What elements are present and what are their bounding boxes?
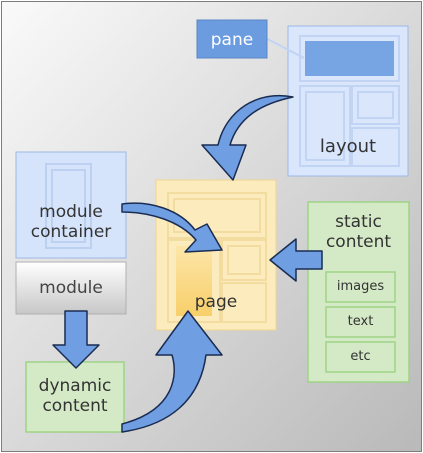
module-container-label: module container	[30, 202, 112, 243]
page-box	[155, 179, 277, 331]
module-box	[15, 261, 127, 315]
arrow-dynamic-content-to-page	[121, 310, 223, 433]
arrow-module-to-dynamic-content	[52, 310, 100, 369]
dynamic-content-label: dynamic content	[38, 376, 112, 417]
images-label: images	[336, 279, 385, 294]
static-content-box	[307, 201, 410, 383]
layout-label: layout	[319, 136, 377, 157]
pane-label: pane	[210, 30, 254, 50]
arrow-layout-to-page	[201, 95, 294, 181]
dynamic-content-box	[25, 361, 125, 433]
static-content-label: static content	[325, 212, 392, 253]
pane-box	[196, 19, 268, 59]
module-container-box	[15, 151, 127, 259]
arrow-static-content-to-page	[269, 238, 323, 282]
text-label: text	[347, 314, 374, 329]
arrow-module-container-to-page	[121, 202, 223, 253]
module-label: module	[39, 278, 103, 298]
etc-label: etc	[350, 349, 371, 364]
page-label: page	[194, 292, 238, 312]
layout-box	[287, 25, 409, 177]
